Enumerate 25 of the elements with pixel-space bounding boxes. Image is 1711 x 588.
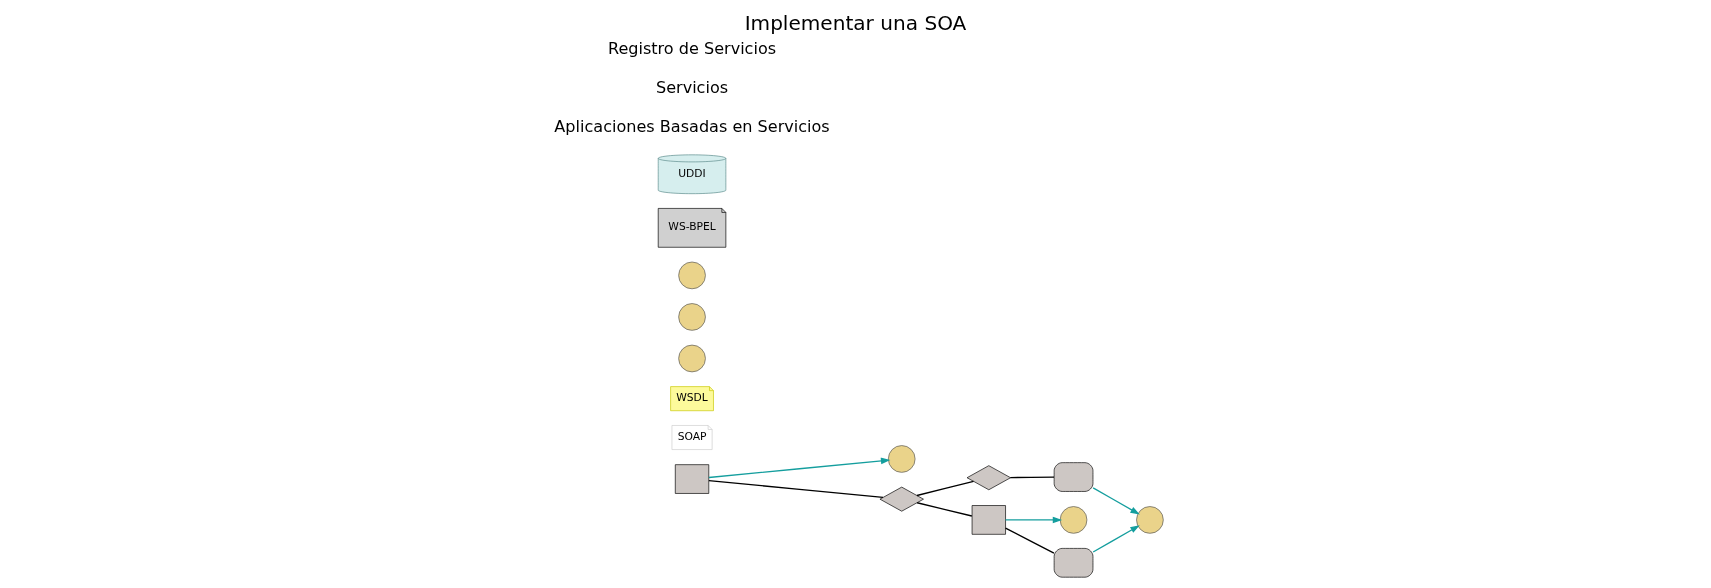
node-circle (1136, 506, 1164, 534)
node-box (674, 464, 710, 494)
arrow (708, 457, 891, 479)
node-diamond (966, 465, 1011, 491)
node-box (1053, 462, 1094, 492)
node-diamond (879, 486, 924, 512)
label: Servicios (655, 78, 729, 98)
node-box (1053, 548, 1094, 578)
connector (916, 480, 975, 497)
connector (708, 479, 884, 499)
label: Registro de Servicios (607, 39, 777, 59)
node-circle (678, 303, 706, 331)
connector (1004, 527, 1055, 554)
arrow (1092, 487, 1140, 515)
arrow (1092, 525, 1140, 553)
connector (1009, 476, 1055, 479)
node-circle (888, 445, 916, 473)
node-box (971, 505, 1006, 535)
node-circle (1059, 506, 1088, 534)
arrow (1004, 516, 1063, 524)
label: Aplicaciones Basadas en Servicios (554, 117, 830, 137)
node-circle (678, 261, 706, 290)
node-circle (678, 344, 706, 373)
diagram-title: Implementar una SOA (744, 10, 967, 35)
connector (916, 502, 973, 517)
